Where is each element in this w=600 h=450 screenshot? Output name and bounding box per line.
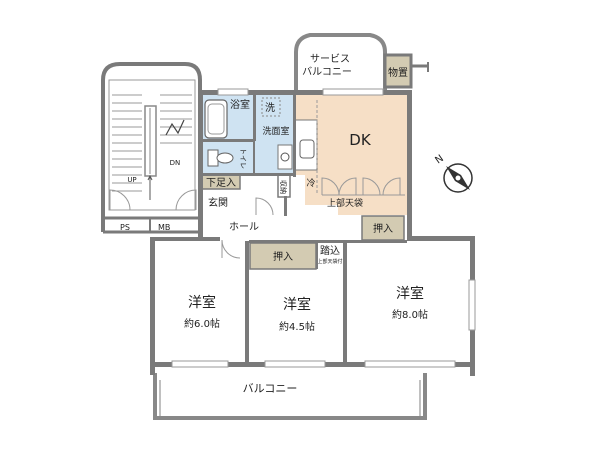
step-in-label: 踏込 bbox=[320, 244, 340, 257]
stairwell: UP DN PS MB bbox=[101, 62, 202, 234]
storeroom-label: 物置 bbox=[388, 66, 408, 79]
windows bbox=[171, 88, 476, 368]
compass-icon: N bbox=[433, 153, 473, 193]
closet-right bbox=[361, 215, 405, 241]
closet-right-label: 押入 bbox=[373, 222, 393, 235]
closet-left-label: 押入 bbox=[273, 250, 293, 263]
shoe-storage-label: 下足入 bbox=[206, 177, 236, 189]
mb-label: MB bbox=[158, 223, 170, 232]
western-left-name: 洋室 bbox=[188, 294, 216, 311]
fridge-label: 冷 bbox=[306, 177, 315, 189]
upper-cabinet-label: 上部天袋 bbox=[327, 197, 363, 209]
western-mid-size: 約4.5帖 bbox=[279, 320, 315, 333]
bathroom-label: 浴室 bbox=[230, 98, 250, 111]
step-in-note: 上部天袋付 bbox=[317, 258, 342, 265]
western-mid-name: 洋室 bbox=[283, 296, 311, 313]
service-balcony-label-1: サービス bbox=[310, 53, 350, 65]
bathtub bbox=[204, 99, 228, 139]
toilet-label: トイレ bbox=[239, 148, 247, 169]
washer-label: 洗 bbox=[265, 102, 275, 114]
balcony: バルコニー bbox=[153, 373, 427, 420]
western-right-size: 約8.0帖 bbox=[392, 308, 428, 321]
ps-label: PS bbox=[120, 223, 130, 232]
washroom-label: 洗面室 bbox=[262, 125, 289, 137]
compass-north-label: N bbox=[433, 153, 445, 166]
balcony-label: バルコニー bbox=[243, 382, 298, 395]
western-left-size: 約6.0帖 bbox=[184, 317, 220, 330]
storeroom bbox=[383, 53, 413, 89]
stair-down-label: DN bbox=[170, 159, 181, 167]
stair-up-label: UP bbox=[127, 176, 136, 184]
dk-label: DK bbox=[349, 131, 372, 149]
storage-label: 収納 bbox=[279, 180, 288, 194]
service-balcony: サービス バルコニー bbox=[294, 33, 387, 92]
service-balcony-label-2: バルコニー bbox=[302, 66, 352, 78]
dk-floor bbox=[295, 93, 410, 215]
hall-label: ホール bbox=[229, 221, 259, 233]
entrance-label: 玄関 bbox=[208, 196, 228, 209]
western-right-name: 洋室 bbox=[396, 285, 424, 302]
